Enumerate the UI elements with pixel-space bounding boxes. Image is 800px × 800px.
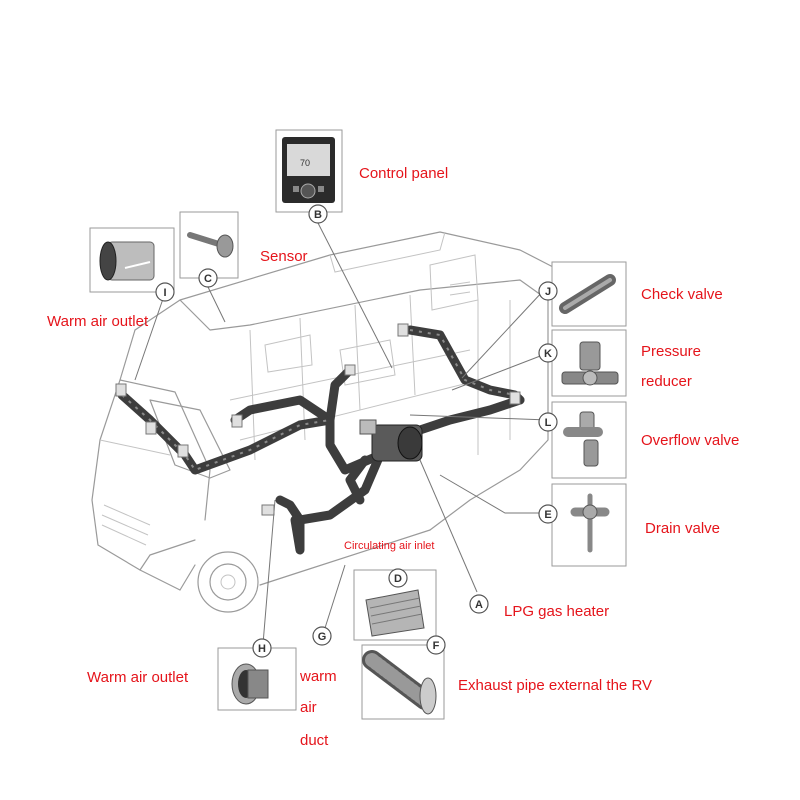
label-exhaust-pipe: Exhaust pipe external the RV [458, 677, 652, 694]
marker-j [538, 281, 558, 301]
marker-h-letter: H [258, 643, 266, 655]
marker-e [538, 504, 558, 524]
marker-c [198, 268, 218, 288]
leader-lines [134, 222, 549, 657]
marker-d-letter: D [394, 573, 402, 585]
marker-f-letter: F [433, 640, 440, 652]
marker-f [426, 635, 446, 655]
marker-i-letter: I [163, 287, 166, 299]
marker-k-letter: K [544, 348, 552, 360]
marker-c-letter: C [204, 273, 212, 285]
callout-warm-air-outlet-top [89, 227, 175, 293]
label-warm-air-duct-line1: warm [299, 668, 337, 685]
label-warm-air-outlet-top: Warm air outlet [47, 313, 149, 330]
marker-e-letter: E [544, 509, 551, 521]
label-check-valve: Check valve [641, 286, 723, 303]
callout-overflow-valve [551, 401, 627, 479]
callout-check-valve [551, 261, 627, 327]
label-warm-air-duct-line2: air [300, 699, 317, 716]
marker-l [538, 412, 558, 432]
label-drain-valve: Drain valve [645, 520, 720, 537]
marker-b [308, 204, 328, 224]
callout-exhaust-pipe [361, 644, 445, 720]
label-pressure-reducer-line1: Pressure [641, 343, 701, 360]
label-circulating-air-inlet: Circulating air inlet [344, 540, 434, 552]
duct-outlets [115, 323, 521, 516]
callout-sensor [179, 211, 239, 279]
lpg-heater-unit [359, 419, 423, 462]
marker-h [252, 638, 272, 658]
callout-drain-valve [551, 483, 627, 567]
marker-a-letter: A [475, 599, 483, 611]
label-sensor: Sensor [260, 248, 308, 265]
marker-a [469, 594, 489, 614]
label-lpg-gas-heater: LPG gas heater [504, 603, 609, 620]
marker-i [155, 282, 175, 302]
marker-k [538, 343, 558, 363]
label-pressure-reducer-line2: reducer [641, 373, 692, 390]
label-warm-air-duct-line3: duct [300, 732, 329, 749]
marker-l-letter: L [545, 417, 552, 429]
callout-warm-air-outlet-bottom [217, 647, 297, 711]
marker-b-letter: B [314, 209, 322, 221]
marker-g-letter: G [318, 631, 327, 643]
marker-j-letter: J [545, 286, 551, 298]
label-overflow-valve: Overflow valve [641, 432, 739, 449]
control-panel-display-reading: 70 [300, 158, 310, 168]
marker-d [388, 568, 408, 588]
marker-g [312, 626, 332, 646]
label-warm-air-outlet-bottom: Warm air outlet [87, 669, 189, 686]
callout-control-panel: 70 [275, 129, 343, 213]
warm-air-duct-network [117, 325, 525, 555]
callout-pressure-reducer [551, 329, 627, 397]
label-control-panel: Control panel [359, 165, 448, 182]
